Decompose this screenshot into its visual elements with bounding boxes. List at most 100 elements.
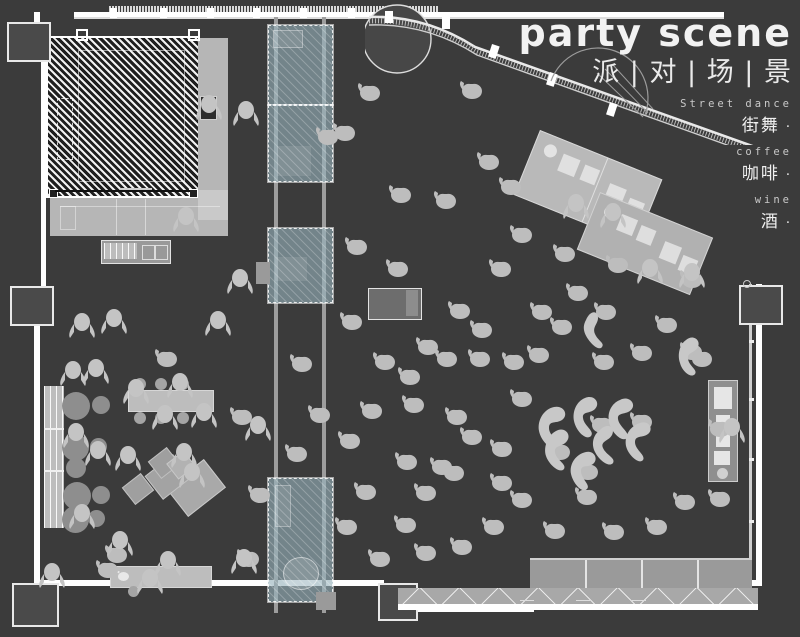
round-table [92, 486, 110, 504]
tag-label-cn-1: 咖啡· [452, 159, 792, 184]
dancer-figure [625, 422, 651, 462]
wall-east-thin [749, 284, 752, 584]
wall-west-upper [41, 26, 46, 288]
slab-corner-bevel [198, 190, 228, 220]
person-seated [415, 337, 438, 355]
person-seated [589, 415, 612, 433]
counter-item [714, 451, 730, 465]
person-seated [434, 349, 457, 367]
canopy-curve-inner [368, 24, 730, 145]
tag-label-en-0: Street dance [680, 97, 792, 110]
person-seated [353, 482, 376, 500]
person-seated [367, 549, 390, 567]
person-standing [227, 269, 253, 294]
person-seated [289, 354, 312, 372]
counter-sink-left [142, 245, 155, 260]
stool [155, 378, 167, 390]
person-seated [547, 442, 570, 460]
canopy-post [442, 17, 450, 29]
canopy-post [488, 44, 500, 59]
bench-west-striped [44, 386, 64, 528]
person-seated [672, 492, 695, 510]
person-seated [372, 352, 395, 370]
column-marker [743, 280, 751, 288]
person-seated [459, 427, 482, 445]
counter-sink-right [155, 245, 168, 260]
wall-east-tick [749, 458, 754, 461]
mullion-post [348, 8, 355, 18]
canopy-post [385, 11, 393, 23]
stool [177, 378, 189, 390]
tag-label-cn-2: 酒· [452, 207, 792, 232]
person-seated [481, 517, 504, 535]
fan-arc [550, 47, 649, 116]
stool [155, 412, 167, 424]
wall-east [756, 284, 762, 584]
person-seated [526, 345, 549, 363]
wall-east-tick [749, 520, 754, 523]
column-southwest [12, 583, 59, 627]
glass-reflection [275, 257, 307, 281]
bench-tick [44, 470, 64, 472]
person-seated [593, 302, 616, 320]
round-table [90, 438, 107, 455]
tag-dot-0: · [785, 119, 792, 135]
glazed-panel-2 [267, 104, 334, 183]
slab-divider [145, 199, 146, 235]
service-counter-east [708, 380, 738, 482]
person-standing [107, 531, 133, 556]
page-subtitle-cn: 派 | 对 | 场 | 景 [592, 57, 792, 88]
person-seated [489, 473, 512, 491]
south-band-xbracing [398, 588, 758, 606]
dancer-figure [545, 429, 569, 471]
column-east [739, 285, 783, 325]
person-seated [154, 349, 177, 367]
banquet-table-upper [128, 390, 214, 412]
person-seated [441, 463, 464, 481]
person-seated [394, 452, 417, 470]
person-seated [385, 259, 408, 277]
slab-notch [60, 206, 76, 230]
person-seated [689, 349, 712, 367]
person-seated [601, 522, 624, 540]
corner-bracket [188, 29, 200, 41]
dancer-figure [678, 337, 699, 376]
mullion-post [207, 8, 214, 18]
person-seated [449, 537, 472, 555]
corner-bracket [76, 29, 88, 41]
counter-item [716, 415, 730, 447]
stage-north-rail [55, 190, 190, 192]
dancer-figure [570, 451, 596, 491]
south-band-sill [398, 604, 758, 610]
person-standing [83, 359, 109, 384]
person-seated [488, 259, 511, 277]
round-table [62, 506, 89, 533]
round-table [62, 392, 90, 420]
person-seated [654, 315, 677, 333]
glass-reflection [277, 146, 311, 176]
fan-spoke [596, 72, 644, 118]
person-standing [233, 101, 259, 126]
person-seated [707, 489, 730, 507]
south-band-mullion [585, 560, 587, 588]
canopy-and-circle-group [365, 4, 754, 145]
mullion-post [300, 8, 307, 18]
person-seated [629, 343, 652, 361]
person-seated [307, 405, 330, 423]
page-title: party scene [518, 11, 792, 55]
tag-label-en-2: wine [754, 193, 792, 206]
tag-label-en-1: coffee [736, 145, 792, 158]
person-seated [574, 487, 597, 505]
fan-spoke [612, 64, 654, 110]
tag-cn-text-1: 咖啡 [741, 163, 780, 184]
strip-foot-block [316, 592, 336, 610]
person-seated [489, 439, 512, 457]
mullion-post [160, 8, 167, 18]
person-seated [334, 517, 357, 535]
south-band-mullion [697, 560, 699, 588]
plate [118, 572, 129, 581]
person-seated [469, 320, 492, 338]
person-seated [644, 517, 667, 535]
mullion-post [110, 8, 117, 18]
strip-rail-left [274, 17, 278, 613]
